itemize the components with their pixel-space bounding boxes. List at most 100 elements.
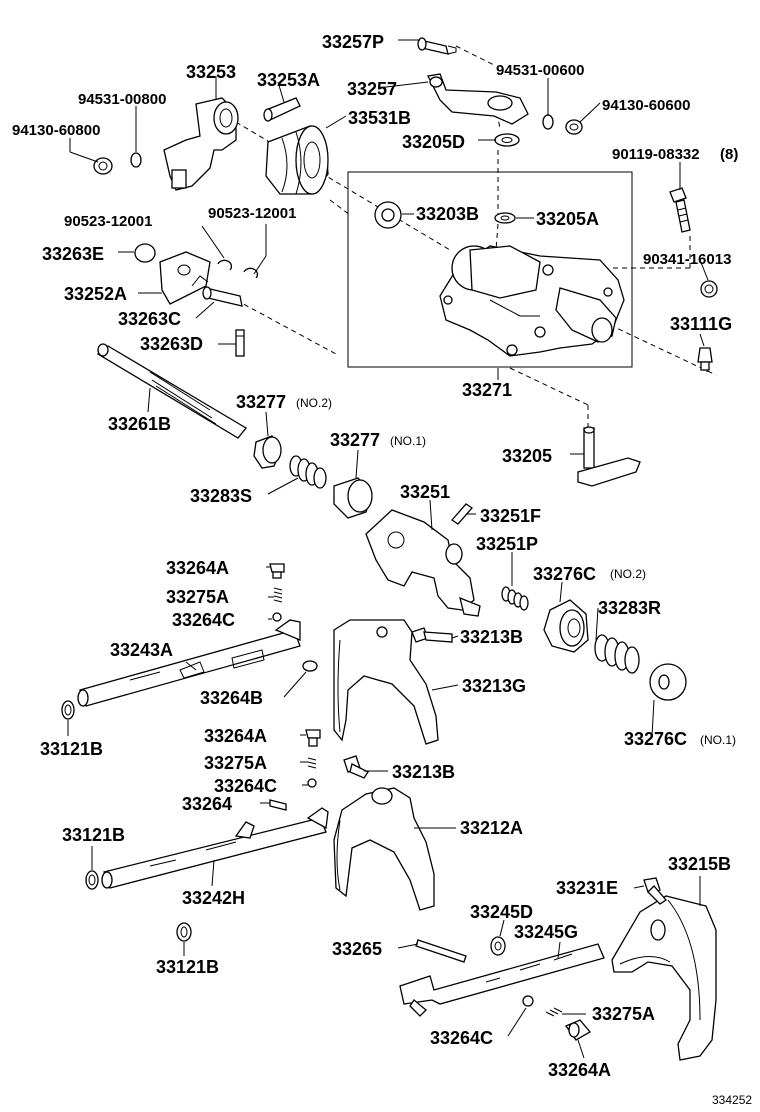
nut-94130-60600-shape	[565, 119, 583, 135]
label-33276c-no1: 33276C	[624, 729, 687, 749]
label-33257: 33257	[347, 79, 397, 99]
label-33264a-1: 33264A	[166, 558, 229, 578]
label-94130-60600: 94130-60600	[602, 97, 690, 114]
pin-33265-shape	[415, 939, 467, 963]
label-33263e: 33263E	[42, 244, 104, 264]
label-33283r: 33283R	[598, 598, 661, 618]
spring-33251p-shape	[501, 586, 529, 611]
assembly-guide-lines	[235, 45, 717, 430]
nut-94130-60800-shape	[93, 157, 113, 175]
shift-head-33251-shape	[365, 509, 481, 617]
label-33276c-no1-suffix: (NO.1)	[700, 733, 736, 747]
figure-id: 334252	[712, 1093, 752, 1107]
label-33205d: 33205D	[402, 132, 465, 152]
label-90523-12001-b: 90523-12001	[208, 205, 296, 222]
label-33277-no1-suffix: (NO.1)	[390, 434, 426, 448]
retainer-33276c-no2-shape	[543, 599, 589, 653]
washer-94531-00800-shape	[130, 152, 142, 168]
snap-ring-a-shape	[217, 259, 233, 271]
plug-33263e-shape	[134, 243, 156, 263]
bushing-33277-no1-shape	[333, 477, 373, 519]
label-33257p: 33257P	[322, 32, 384, 52]
label-33271: 33271	[462, 380, 512, 400]
pin-33263d-shape	[235, 329, 245, 357]
fork-33215b-shape	[611, 895, 717, 1061]
shaft-33242h-shape	[101, 807, 329, 889]
ring-33121b-3-shape	[176, 922, 192, 942]
label-33275a-1: 33275A	[166, 587, 229, 607]
washer-33205a-shape	[494, 212, 516, 224]
retainer-33276c-no1-shape	[649, 663, 687, 701]
label-33251f: 33251F	[480, 506, 541, 526]
label-33263d: 33263D	[140, 334, 203, 354]
label-33111g: 33111G	[670, 314, 732, 334]
part-number-labels: 33257P 33253 33253A 94531-00800 33257 94…	[12, 32, 752, 1107]
label-33251: 33251	[400, 482, 450, 502]
label-33253: 33253	[186, 62, 236, 82]
label-33215b: 33215B	[668, 854, 731, 874]
fork-33213g-shape	[333, 619, 439, 745]
plug-90341-16013-shape	[700, 280, 718, 298]
label-90523-12001-a: 90523-12001	[64, 213, 152, 230]
pin-33257p-shape	[417, 37, 457, 55]
label-33243a: 33243A	[110, 640, 173, 660]
label-33121b-2: 33121B	[62, 825, 125, 845]
detent-group-2-shape	[269, 729, 321, 811]
seal-33203b-shape	[374, 201, 402, 229]
detent-group-1-shape	[269, 563, 285, 622]
label-33121b-1: 33121B	[40, 739, 103, 759]
label-33242h: 33242H	[182, 888, 245, 908]
label-33277-no1: 33277	[330, 430, 380, 450]
label-33121b-3: 33121B	[156, 957, 219, 977]
label-33275a-2: 33275A	[204, 753, 267, 773]
label-33251p: 33251P	[476, 534, 538, 554]
ring-33121b-2-shape	[85, 870, 99, 890]
lever-33253-shape	[163, 97, 239, 191]
label-33264a-3: 33264A	[548, 1060, 611, 1080]
label-33213g: 33213G	[462, 676, 526, 696]
label-33276c-no2: 33276C	[533, 564, 596, 584]
shaft-33261b-shape	[96, 343, 247, 439]
label-33264b: 33264B	[200, 688, 263, 708]
label-33231e: 33231E	[556, 878, 618, 898]
bushing-33277-no2-shape	[253, 435, 282, 469]
leader-lines	[67, 39, 709, 1059]
label-33264c-1: 33264C	[172, 610, 235, 630]
label-33213b-1: 33213B	[460, 627, 523, 647]
label-33264c-2: 33264C	[214, 776, 277, 796]
label-94531-00800: 94531-00800	[78, 91, 166, 108]
label-33276c-no2-suffix: (NO.2)	[610, 567, 646, 581]
label-33252a: 33252A	[64, 284, 127, 304]
label-90119-08332: 90119-08332	[612, 146, 700, 163]
washer-33205d-shape	[494, 133, 520, 147]
detent-group-3-shape	[522, 995, 591, 1041]
bolt-33213b-upper-shape	[411, 627, 453, 643]
shaft-33253a-shape	[263, 97, 301, 122]
label-33264c-3: 33264C	[430, 1028, 493, 1048]
ring-33121b-1-shape	[61, 700, 75, 720]
label-33264: 33264	[182, 794, 232, 814]
breather-33111g-shape	[697, 347, 713, 371]
bolt-90119-08332-shape	[669, 187, 691, 233]
label-33253a: 33253A	[257, 70, 320, 90]
label-33203b: 33203B	[416, 204, 479, 224]
lever-33205-shape	[577, 426, 641, 487]
spring-33283s-shape	[289, 455, 327, 489]
label-33245d: 33245D	[470, 902, 533, 922]
ring-33245d-shape	[490, 936, 506, 956]
pin-33264b-shape	[302, 660, 318, 672]
washer-94531-00600-shape	[542, 114, 554, 130]
label-33245g: 33245G	[514, 922, 578, 942]
lever-33252a-shape	[159, 251, 211, 305]
label-90341-16013: 90341-16013	[643, 251, 731, 268]
bolt-33231e-shape	[643, 877, 667, 905]
boot-33531b-shape	[265, 125, 329, 195]
snap-ring-b-shape	[243, 267, 259, 279]
label-33277-no2: 33277	[236, 392, 286, 412]
label-33275a-3: 33275A	[592, 1004, 655, 1024]
bolt-33213b-lower-shape	[343, 755, 369, 779]
cover-assembly-box	[347, 171, 633, 368]
label-33261b: 33261B	[108, 414, 171, 434]
